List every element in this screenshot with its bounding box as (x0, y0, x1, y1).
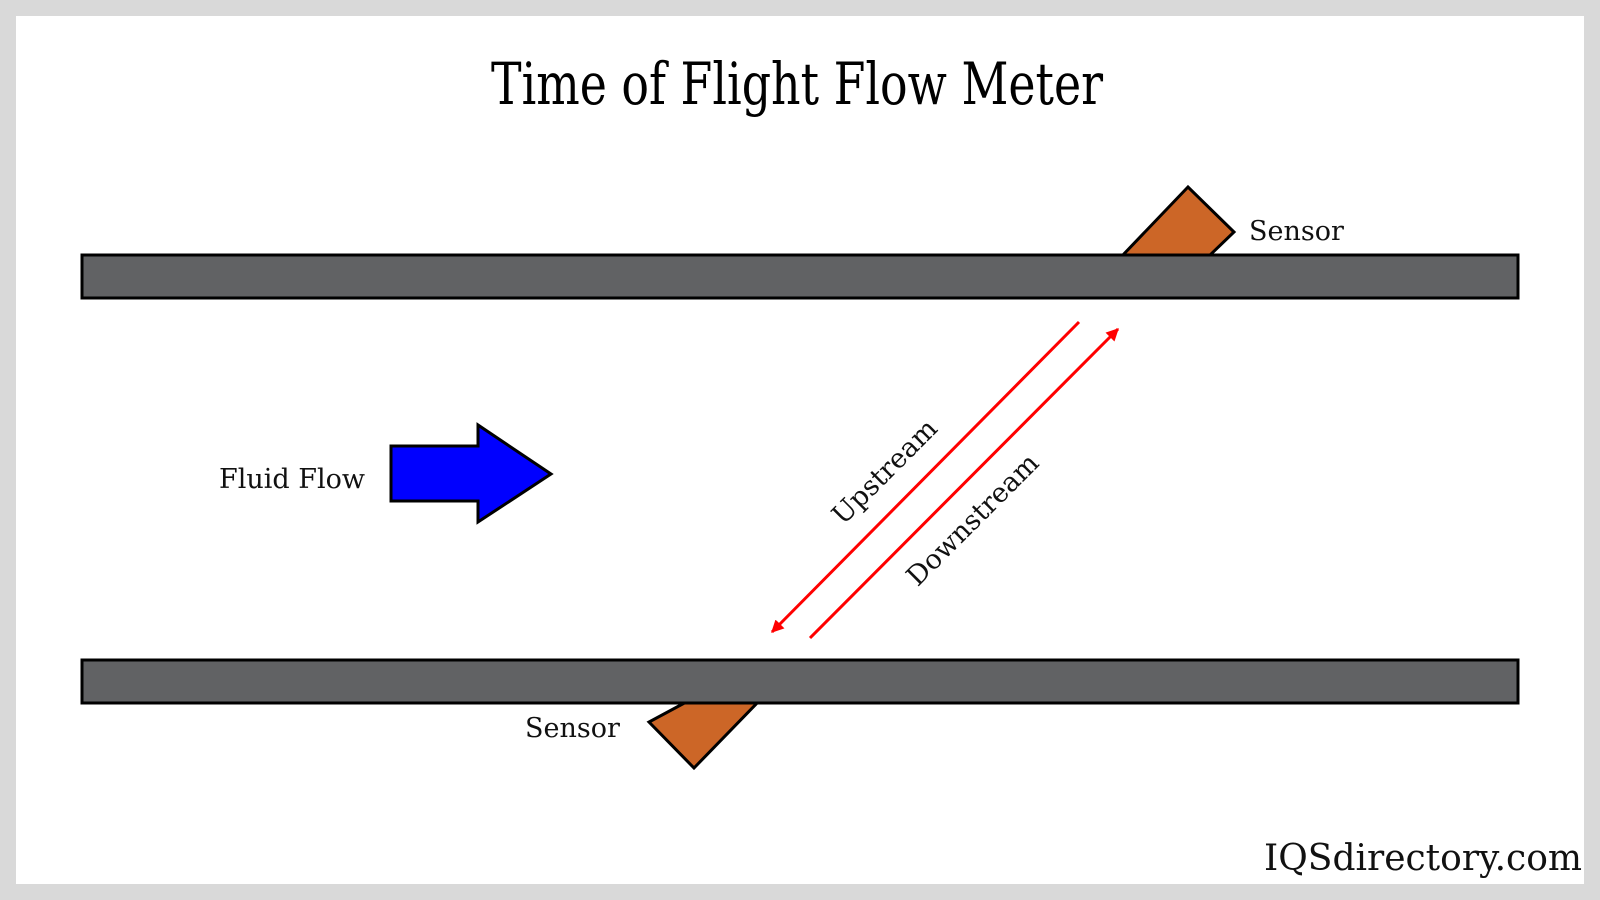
site-watermark: IQSdirectory.com (1264, 838, 1582, 879)
bottom-pipe-wall (80, 658, 1520, 705)
fluid-flow-arrow (389, 422, 554, 525)
top-sensor-label: Sensor (1249, 216, 1344, 247)
fluid-flow-label: Fluid Flow (219, 464, 365, 495)
top-pipe-wall (80, 253, 1520, 300)
diagram-canvas (16, 16, 1584, 884)
downstream-signal-arrow (808, 327, 1120, 640)
bottom-sensor-label: Sensor (525, 713, 620, 744)
top-sensor (1117, 184, 1237, 259)
downstream-label: Downstream (901, 448, 1046, 593)
diagram-title: Time of Flight Flow Meter (491, 50, 1103, 118)
upstream-signal-arrow (770, 320, 1081, 634)
bottom-sensor (646, 698, 764, 771)
upstream-label: Upstream (826, 413, 944, 531)
